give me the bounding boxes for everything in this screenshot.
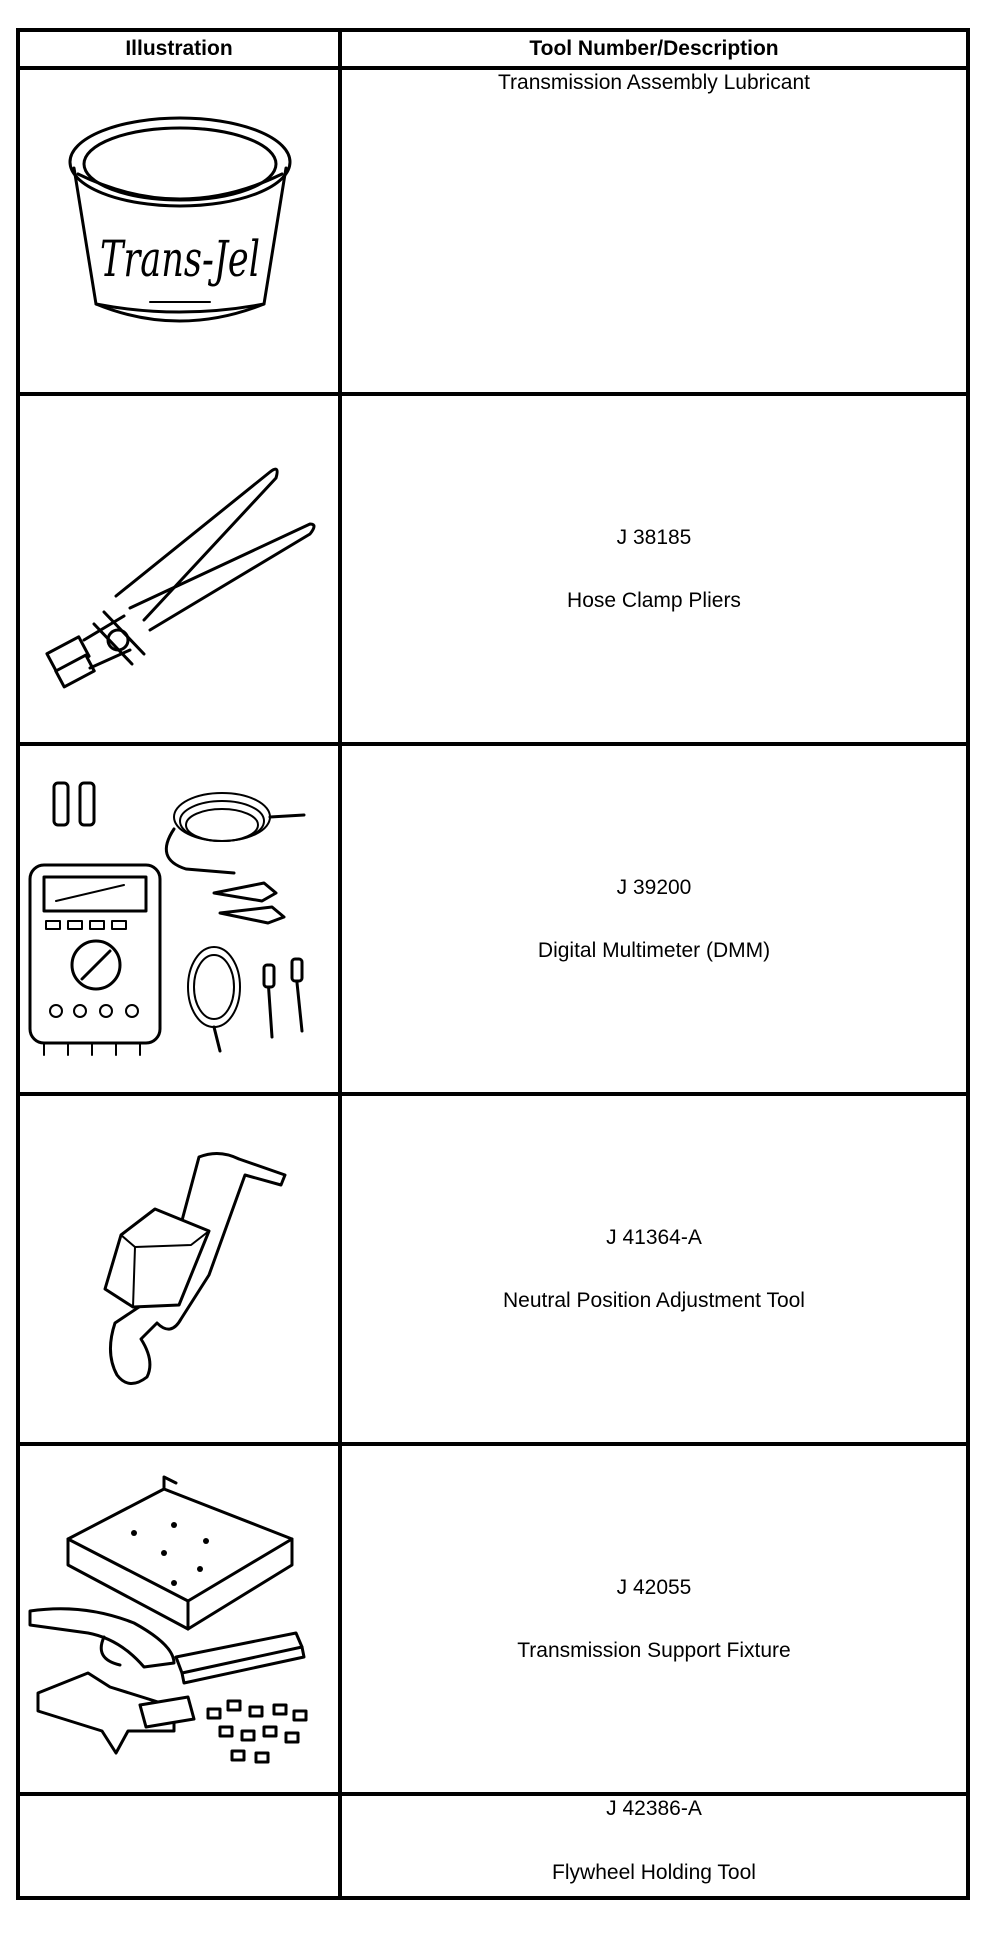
- neutral-position-tool-icon: [103, 1152, 287, 1385]
- tool-number: J 42055: [616, 1575, 692, 1599]
- illustration-column-header: Illustration: [16, 28, 342, 70]
- illustration-cell: [16, 1792, 342, 1900]
- table-row: J 42055 Transmission Support Fixture: [16, 1442, 970, 1796]
- special-tools-table: Illustration Tool Number/Description Tra…: [16, 28, 970, 1900]
- description-cell: J 41364-A Neutral Position Adjustment To…: [338, 1092, 970, 1446]
- digital-multimeter-icon: [28, 781, 306, 1056]
- description-cell: J 39200 Digital Multimeter (DMM): [338, 742, 970, 1096]
- lubricant-tub-icon: Trans-Jel: [68, 116, 292, 323]
- description-cell: J 42386-A Flywheel Holding Tool: [338, 1792, 970, 1900]
- tool-number: J 38185: [616, 525, 692, 549]
- tool-description: Flywheel Holding Tool: [552, 1861, 756, 1884]
- description-cell: J 38185 Hose Clamp Pliers: [338, 392, 970, 746]
- illustration-cell: [16, 1092, 342, 1446]
- support-fixture-icon: [28, 1475, 308, 1764]
- tool-description: Neutral Position Adjustment Tool: [503, 1288, 805, 1312]
- illustration-cell: [16, 392, 342, 746]
- bolt-set: [206, 1699, 308, 1764]
- table-row: J 41364-A Neutral Position Adjustment To…: [16, 1092, 970, 1446]
- illustration-cell: Trans-Jel: [16, 66, 342, 396]
- description-cell: J 42055 Transmission Support Fixture: [338, 1442, 970, 1796]
- tool-description: Transmission Support Fixture: [517, 1638, 791, 1662]
- description-column-header: Tool Number/Description: [338, 28, 970, 70]
- illustration-cell: [16, 1442, 342, 1796]
- illustration-cell: [16, 742, 342, 1096]
- table-row: Trans-Jel Transmission Assembly Lubrican…: [16, 66, 970, 396]
- description-cell: Transmission Assembly Lubricant: [338, 66, 970, 396]
- tool-number: J 41364-A: [606, 1225, 702, 1249]
- table-row: J 39200 Digital Multimeter (DMM): [16, 742, 970, 1096]
- tool-description: Transmission Assembly Lubricant: [497, 71, 810, 94]
- table-row: J 42386-A Flywheel Holding Tool: [16, 1792, 970, 1900]
- hose-clamp-pliers-icon: [45, 467, 316, 689]
- tool-number: J 39200: [616, 875, 692, 899]
- table-header-row: Illustration Tool Number/Description: [16, 28, 970, 70]
- tool-description: Digital Multimeter (DMM): [537, 938, 771, 962]
- tub-label-text: Trans-Jel: [100, 230, 260, 288]
- table-row: J 38185 Hose Clamp Pliers: [16, 392, 970, 746]
- tool-description: Hose Clamp Pliers: [567, 588, 741, 612]
- tool-number: J 42386-A: [606, 1797, 702, 1820]
